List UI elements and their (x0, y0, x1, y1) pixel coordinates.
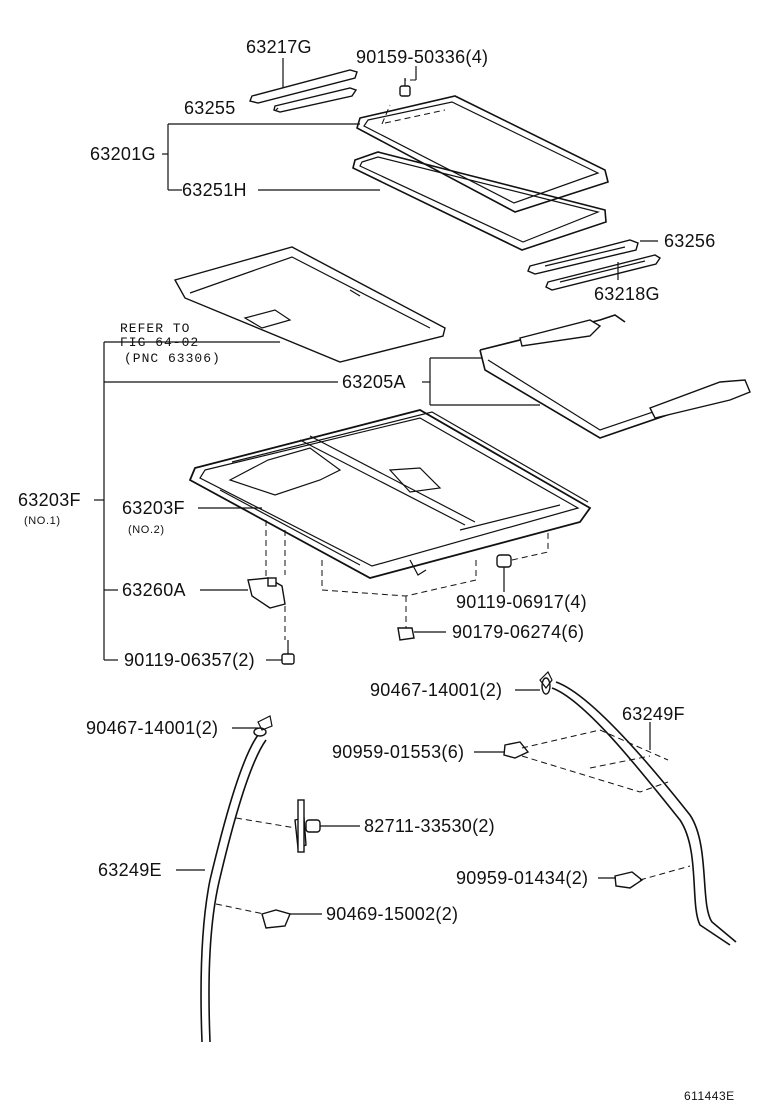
seal-63251H-drawing (352, 151, 607, 251)
bolt-90119-06917-drawing (496, 554, 512, 580)
callout-63260A: 63260A (122, 580, 186, 600)
figure-number: 611443E (684, 1089, 735, 1103)
bracket-63260A-drawing (247, 577, 286, 609)
callout-90119-06357: 90119-06357(2) (124, 650, 255, 670)
callout-90959-01434: 90959-01434(2) (456, 868, 588, 888)
callout-63249E: 63249E (98, 860, 162, 880)
glass-panel-63201G-drawing (356, 95, 609, 213)
refer-fig-label: FIG 64-02 (120, 335, 199, 350)
callout-63251H: 63251H (182, 180, 247, 200)
callout-63217G: 63217G (246, 37, 312, 57)
callout-63256: 63256 (664, 231, 716, 251)
drive-assembly-63205A-drawing (479, 314, 751, 439)
callout-no2-label: (NO.2) (128, 524, 165, 536)
weatherstrip-63217G-drawing (249, 69, 358, 104)
callout-90469-15002: 90469-15002(2) (326, 904, 458, 924)
nut-90179-drawing (397, 627, 415, 641)
refer-pnc-label: (PNC 63306) (124, 351, 221, 366)
frame-63203F-drawing (188, 409, 592, 579)
callout-90119-06917: 90119-06917(4) (456, 592, 587, 612)
callout-63203F-no2: 63203F (122, 498, 185, 518)
callouts: 63217G 90159-50336(4) 63255 63201G 63251… (18, 37, 735, 1103)
clamp-90467-right-drawing (539, 670, 553, 689)
clip-90959-01434-drawing (614, 871, 644, 889)
callout-82711-33530: 82711-33530(2) (364, 816, 495, 836)
callout-90179-06274: 90179-06274(6) (452, 622, 584, 642)
drain-hose-63249F-drawing (541, 677, 737, 946)
callout-63205A: 63205A (342, 372, 406, 392)
callout-63255: 63255 (184, 98, 236, 118)
clamp-82711-drawing (294, 799, 321, 853)
callout-no1-label: (NO.1) (24, 515, 61, 527)
refer-to-label: REFER TO (120, 321, 190, 336)
clip-90469-drawing (261, 909, 291, 929)
strip-63255-drawing (273, 87, 358, 113)
callout-90959-01553: 90959-01553(6) (332, 742, 464, 762)
bolt-90119-06357-drawing (281, 640, 295, 665)
drain-hose-63249E-drawing (200, 727, 267, 1043)
strip-63218G-drawing (545, 254, 661, 291)
callout-63203F-no1: 63203F (18, 490, 81, 510)
callout-63201G: 63201G (90, 144, 156, 164)
callout-90159-50336: 90159-50336(4) (356, 47, 488, 67)
callout-90467-14001-right: 90467-14001(2) (370, 680, 502, 700)
nut-90159-drawing (399, 78, 411, 97)
sunshade-panel-drawing (173, 246, 446, 363)
leader-lines (94, 58, 691, 915)
clip-90959-01553-drawing (503, 741, 530, 759)
strip-63256-drawing (527, 239, 639, 275)
clamp-90467-left-drawing (257, 715, 273, 731)
callout-63218G: 63218G (594, 284, 660, 304)
callout-63249F: 63249F (622, 704, 685, 724)
callout-90467-14001-left: 90467-14001(2) (86, 718, 218, 738)
